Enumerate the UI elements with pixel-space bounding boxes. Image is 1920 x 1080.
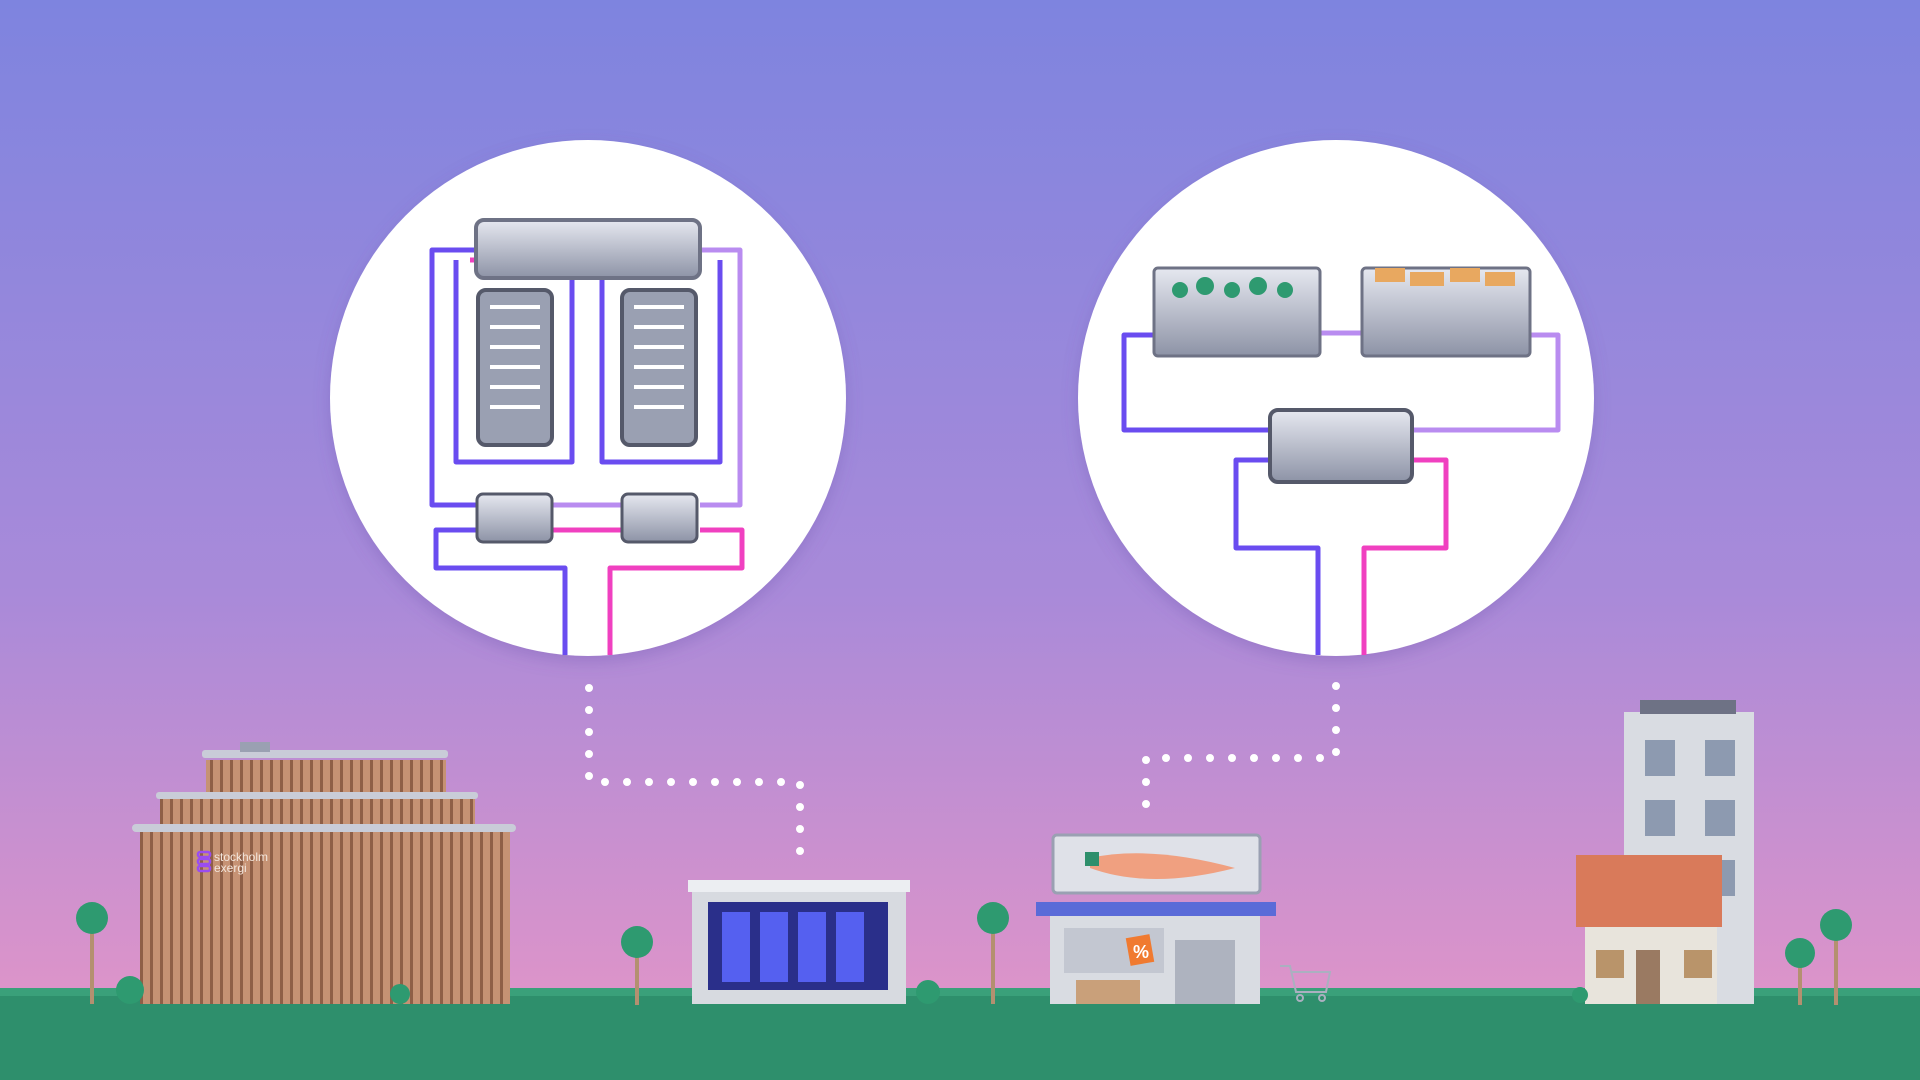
supermarket-cooling-bubble bbox=[1078, 140, 1594, 656]
data-center-building bbox=[688, 880, 910, 1004]
company-logo: stockholm exergi bbox=[196, 850, 268, 875]
dotted-connector-right bbox=[1142, 682, 1340, 812]
power-plant: stockholm exergi bbox=[132, 742, 516, 1004]
ground bbox=[0, 990, 1920, 1080]
supermarket: % bbox=[1036, 833, 1332, 1004]
logo-text-line1: stockholm bbox=[214, 850, 268, 864]
dotted-connector-left bbox=[585, 684, 804, 860]
logo-text-line2: exergi bbox=[214, 861, 247, 875]
shopping-cart-icon bbox=[1280, 965, 1332, 1002]
residential-buildings bbox=[1576, 700, 1754, 1004]
datacenter-cooling-bubble bbox=[330, 140, 846, 656]
carrot-billboard-icon bbox=[1090, 853, 1235, 879]
trees bbox=[76, 902, 1852, 1005]
discount-sign: % bbox=[1133, 942, 1149, 962]
